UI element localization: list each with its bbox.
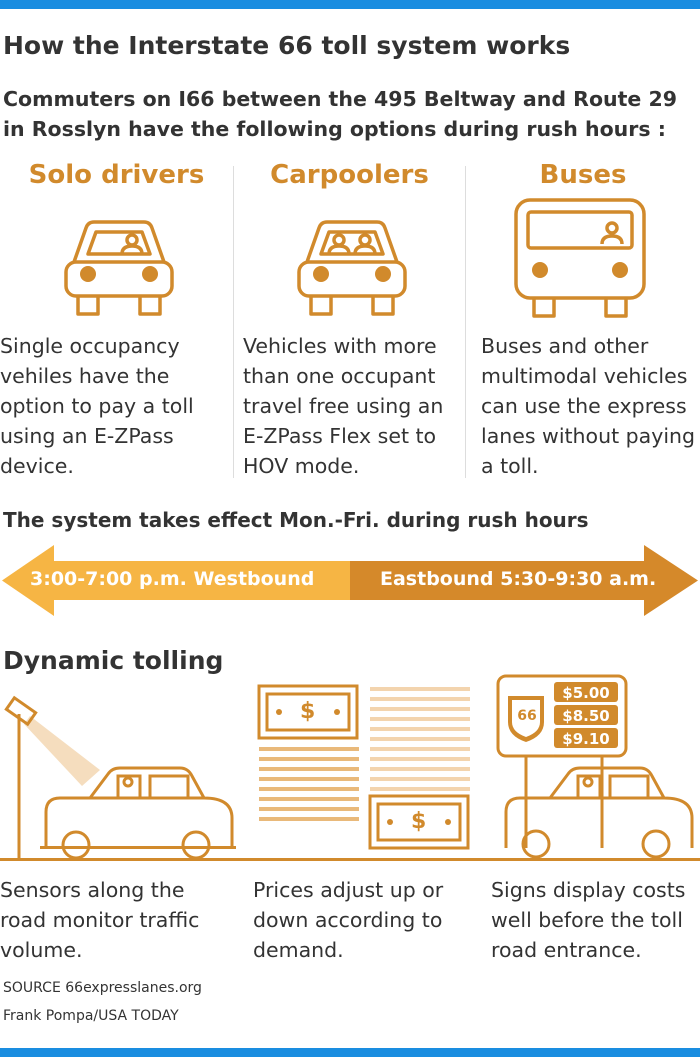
dollar-sign-label: $	[411, 809, 427, 834]
source-note: SOURCE 66expresslanes.org	[3, 980, 202, 996]
price-bills-icon	[257, 684, 470, 850]
toll-price: $8.50	[562, 707, 610, 725]
route-shield-number: 66	[517, 708, 537, 724]
dynamic-tolling-heading: Dynamic tolling	[3, 646, 224, 675]
schedule-arrow-icon	[2, 545, 698, 616]
page-title: How the Interstate 66 toll system works	[3, 31, 571, 60]
signs-text: Signs display costs well before the toll…	[491, 878, 686, 962]
buses-text: Buses and other multimodal vehicles can …	[481, 334, 696, 478]
column-divider	[233, 166, 234, 478]
westbound-hours: 3:00-7:00 p.m. Westbound	[30, 568, 315, 590]
heading-carpoolers: Carpoolers	[270, 160, 429, 190]
prices-text: Prices adjust up or down according to de…	[253, 878, 444, 962]
carpoolers-text: Vehicles with more than one occupant tra…	[243, 334, 444, 478]
toll-price: $5.00	[562, 684, 610, 702]
sensors-text: Sensors along the road monitor traffic v…	[0, 878, 200, 962]
schedule-heading: The system takes effect Mon.-Fri. during…	[3, 508, 589, 532]
top-frame-bar	[0, 0, 700, 9]
solo-drivers-text: Single occupancy vehiles have the option…	[0, 334, 194, 478]
bottom-frame-bar	[0, 1048, 700, 1057]
heading-solo-drivers: Solo drivers	[28, 160, 205, 190]
bus-icon	[514, 198, 646, 318]
car-two-occupants-icon	[297, 220, 407, 316]
dollar-sign-label: $	[300, 699, 316, 724]
heading-buses: Buses	[539, 160, 627, 190]
column-divider	[465, 166, 466, 478]
intro-text: Commuters on I66 between the 495 Beltway…	[3, 87, 677, 141]
road-line	[0, 858, 700, 861]
credit-note: Frank Pompa/USA TODAY	[3, 1008, 179, 1024]
toll-sign-car-icon	[496, 674, 694, 859]
eastbound-hours: Eastbound 5:30-9:30 a.m.	[380, 568, 657, 590]
car-one-occupant-icon	[64, 220, 174, 316]
toll-price: $9.10	[562, 730, 610, 748]
sensor-pole-car-icon	[4, 695, 236, 860]
